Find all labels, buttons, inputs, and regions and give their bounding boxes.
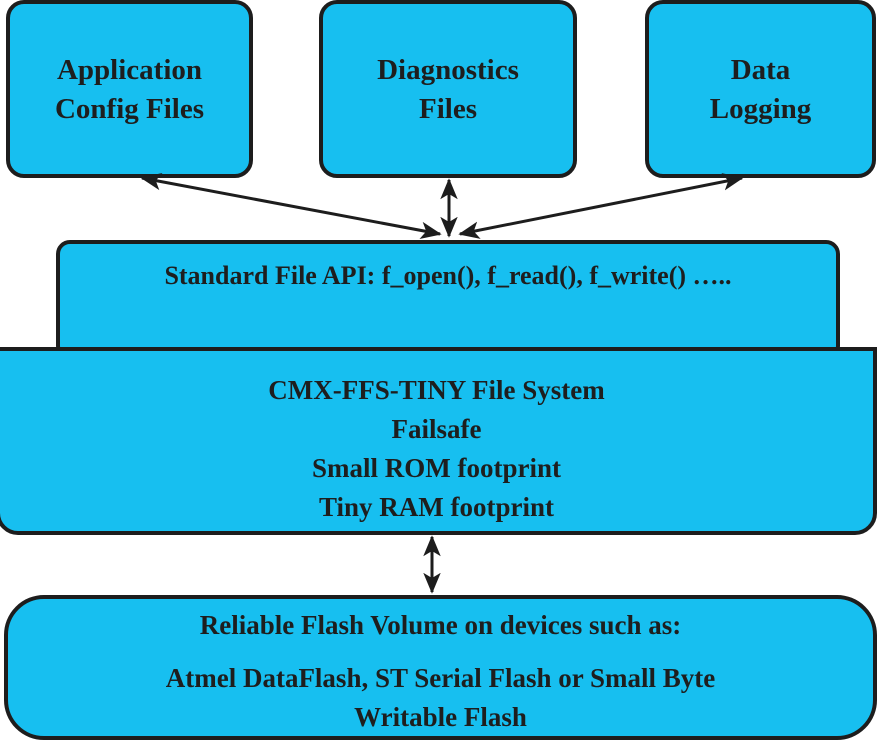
standard-file-api-box: Standard File API: f_open(), f_read(), f… bbox=[56, 240, 840, 360]
flash-heading: Reliable Flash Volume on devices such as… bbox=[199, 610, 682, 640]
box-label: Config Files bbox=[54, 93, 205, 125]
fs-title: CMX-FFS-TINY File System bbox=[268, 375, 605, 405]
arrow-logging-to-api bbox=[458, 173, 744, 239]
fs-feature: Failsafe bbox=[391, 414, 482, 444]
fs-feature: Small ROM footprint bbox=[312, 453, 561, 483]
data-logging-box: Data Logging bbox=[645, 0, 876, 178]
api-label: Standard File API: f_open(), f_read(), f… bbox=[164, 261, 732, 290]
box-label: Diagnostics bbox=[377, 54, 519, 86]
box-label: Files bbox=[419, 93, 477, 125]
app-config-files-box: Application Config Files bbox=[6, 0, 253, 178]
diagnostics-files-box: Diagnostics Files bbox=[319, 0, 577, 178]
box-label: Application bbox=[56, 54, 203, 86]
box-label: Data bbox=[730, 54, 791, 86]
arrow-app-to-api bbox=[140, 172, 442, 240]
flash-volume-box: Reliable Flash Volume on devices such as… bbox=[4, 595, 877, 740]
box-label: Logging bbox=[709, 93, 812, 125]
flash-devices: Atmel DataFlash, ST Serial Flash or Smal… bbox=[165, 663, 716, 693]
file-system-box: CMX-FFS-TINY File System Failsafe Small … bbox=[0, 347, 877, 535]
flash-devices: Writable Flash bbox=[354, 702, 527, 732]
fs-feature: Tiny RAM footprint bbox=[318, 492, 554, 522]
